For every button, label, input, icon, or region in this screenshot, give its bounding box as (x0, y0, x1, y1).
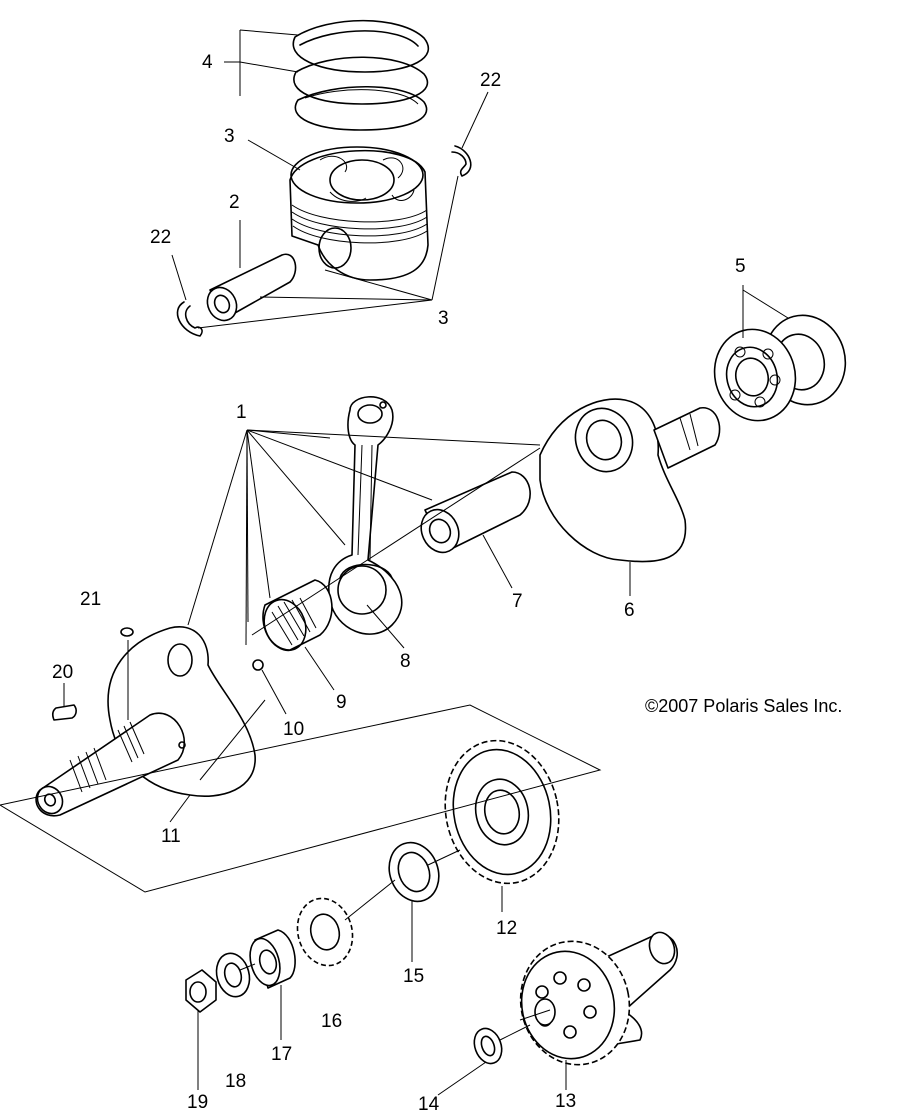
callout-17: 17 (271, 1044, 292, 1065)
connecting-rod (328, 396, 403, 635)
callout-8: 8 (400, 651, 411, 672)
piston-rings (292, 19, 430, 131)
piston-pin (206, 253, 297, 322)
callout-10: 10 (283, 719, 304, 740)
piston (289, 146, 429, 281)
callout-1: 1 (236, 402, 247, 423)
callout-6: 6 (624, 600, 635, 621)
callout-19: 19 (187, 1092, 208, 1112)
callout-16: 16 (321, 1011, 342, 1032)
washer-14 (473, 1027, 503, 1065)
callout-18: 18 (225, 1071, 246, 1092)
callout-5: 5 (735, 256, 746, 277)
spacer-17 (249, 929, 296, 989)
callout-leaders (63, 29, 789, 1096)
nut-19 (185, 969, 217, 1013)
callout-3-bottom: 3 (438, 308, 449, 329)
callout-3-top: 3 (224, 126, 235, 147)
callout-11: 11 (161, 826, 181, 847)
woodruff-key (51, 704, 77, 721)
thrust-washer (339, 563, 393, 579)
balance-shaft (519, 931, 679, 1066)
callout-2: 2 (229, 192, 240, 213)
callout-21: 21 (80, 589, 101, 610)
crank-pin (420, 471, 531, 554)
copyright-notice: ©2007 Polaris Sales Inc. (645, 696, 842, 716)
callout-7: 7 (512, 591, 523, 612)
callout-22-right: 22 (480, 70, 501, 91)
callout-15: 15 (403, 966, 424, 987)
dowel-pin (120, 627, 134, 637)
locating-pin (252, 659, 264, 671)
circlip-right (451, 145, 472, 177)
callout-22-left: 22 (150, 227, 171, 248)
callout-20: 20 (52, 662, 73, 683)
assembly-axes (199, 447, 551, 1041)
callout-12: 12 (496, 918, 517, 939)
callout-labels: 1 2 3 3 4 5 6 7 8 9 10 11 12 13 14 15 16… (52, 52, 746, 1112)
crankshaft-left (35, 626, 256, 817)
circlip-left (176, 301, 203, 337)
crank-gear (444, 739, 560, 885)
callout-4: 4 (202, 52, 213, 73)
washer-15 (388, 841, 440, 903)
washer-18 (215, 952, 251, 998)
crankshaft-right (539, 398, 721, 563)
sprocket-16 (296, 897, 354, 967)
callout-9: 9 (336, 692, 347, 713)
needle-bearing (262, 579, 333, 652)
sub-assembly-outline (0, 704, 602, 893)
callout-13: 13 (555, 1091, 576, 1112)
callout-14: 14 (418, 1094, 440, 1112)
